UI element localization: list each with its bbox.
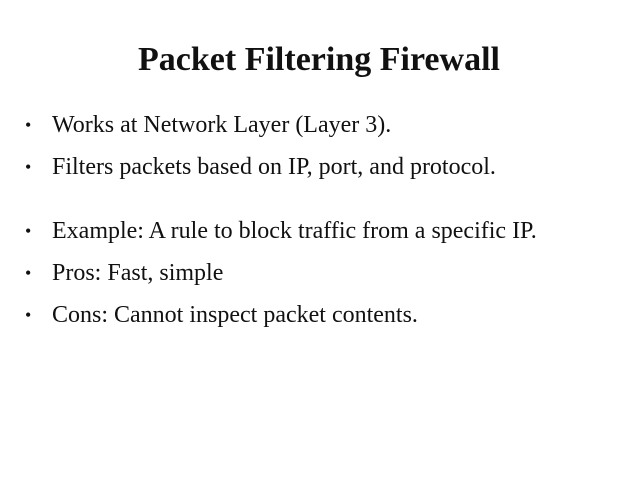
bullet-text: Pros: Fast, simple [52,260,224,286]
bullet-item: • Filters packets based on IP, port, and… [22,152,622,182]
bullet-item: • Example: A rule to block traffic from … [22,216,622,246]
bullet-text: Example: A rule to block traffic from a … [52,218,537,244]
bullet-item: • Pros: Fast, simple [22,258,622,288]
bullet-item: • Works at Network Layer (Layer 3). [22,110,622,140]
bullet-text: Cons: Cannot inspect packet contents. [52,302,418,328]
bullet-list: • Works at Network Layer (Layer 3). • Fi… [22,110,622,342]
bullet-text: Works at Network Layer (Layer 3). [52,112,392,138]
bullet-dot-icon: • [25,221,32,241]
bullet-dot-icon: • [25,157,32,177]
bullet-dot-icon: • [25,263,32,283]
bullet-dot-icon: • [25,115,32,135]
slide-title: Packet Filtering Firewall [138,41,500,78]
bullet-item: • Cons: Cannot inspect packet contents. [22,300,622,330]
bullet-dot-icon: • [25,305,32,325]
bullet-text: Filters packets based on IP, port, and p… [52,154,496,180]
